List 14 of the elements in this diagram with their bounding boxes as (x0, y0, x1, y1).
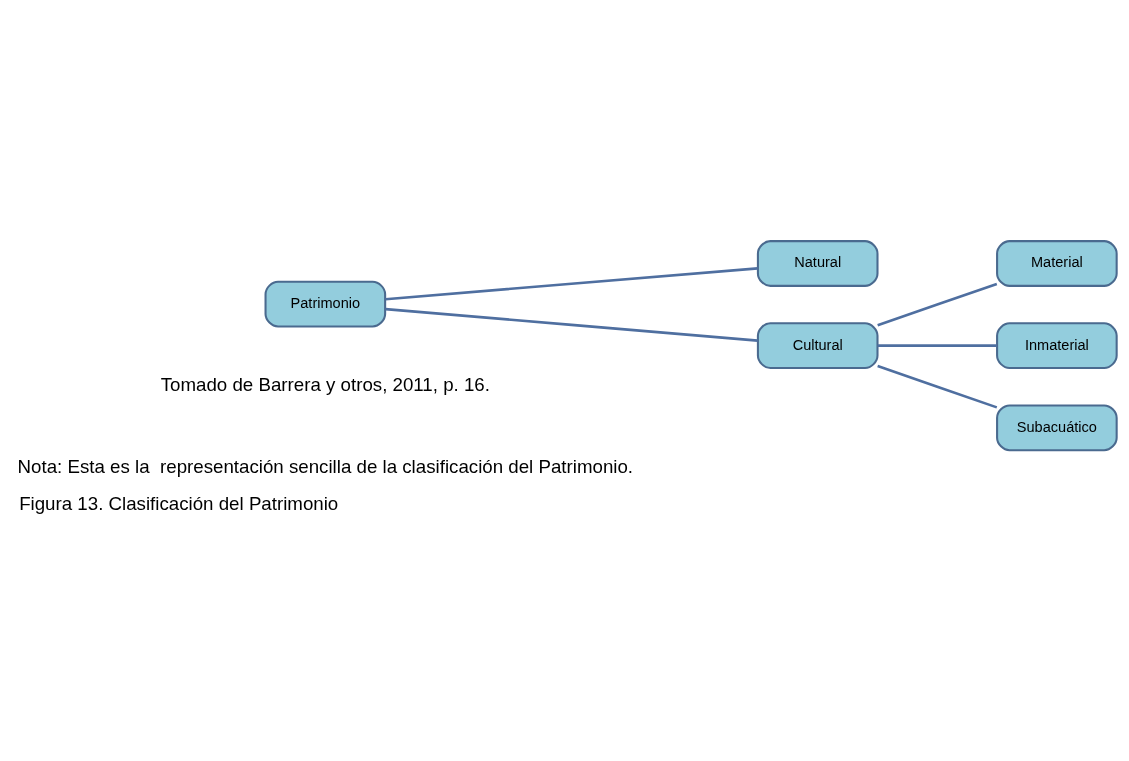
connector (877, 344, 997, 347)
label: Nota: Esta es la representación sencilla de la clasificación del Patrimonio. (17, 455, 634, 477)
connector (385, 267, 758, 301)
node-box: Subacuático (996, 404, 1118, 452)
caption: Figura 13. Clasificación del Patrimonio (19, 492, 339, 514)
node-box: Natural (756, 240, 879, 287)
connector (877, 282, 998, 327)
node-box: Cultural (756, 322, 879, 370)
connector (877, 364, 998, 409)
node-box: Material (996, 240, 1118, 287)
label: Tomado de Barrera y otros, 2011, p. 16. (160, 373, 490, 395)
node-box: Patrimonio (264, 280, 387, 328)
connector (385, 307, 758, 342)
node-box: Inmaterial (996, 322, 1118, 370)
